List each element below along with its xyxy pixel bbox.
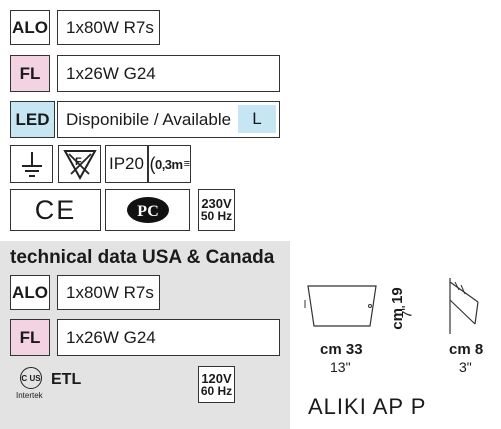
width-cm-label: cm 33 [320, 341, 363, 358]
lamp-spec-led: Disponibile / Available L [57, 101, 280, 138]
usa-lamp-type-fl-label: FL [19, 327, 41, 347]
lamp-spec-fl-value: 1x26W G24 [66, 63, 156, 83]
etl-label: ETL [51, 371, 82, 388]
frequency-usa: 60 Hz [200, 383, 233, 398]
lamp-type-alo-label: ALO [12, 17, 48, 37]
product-name: ALIKI AP P [308, 394, 427, 419]
svg-text:РС: РС [137, 203, 159, 220]
flammable-surface-box: F [58, 145, 101, 183]
ce-mark-box: CE [10, 189, 101, 231]
intertek-label: Intertek [16, 391, 43, 400]
distance-lines-icon: ≡ [183, 158, 190, 170]
frequency-eu: 50 Hz [200, 209, 233, 223]
usa-lamp-type-fl: FL [10, 319, 50, 356]
voltage-usa-box: 120V 60 Hz [198, 366, 235, 403]
lamp-type-led-label: LED [15, 109, 50, 129]
usa-lamp-spec-fl-value: 1x26W G24 [66, 327, 156, 347]
voltage-usa: 120V [201, 370, 232, 386]
voltage-eu: 230V [201, 196, 232, 211]
width-in-label: 13" [330, 359, 351, 375]
lamp-spec-fl: 1x26W G24 [57, 55, 280, 92]
usa-lamp-spec-alo-value: 1x80W R7s [66, 282, 154, 302]
svg-text:F: F [75, 156, 82, 168]
depth-in-label: 3" [459, 359, 472, 375]
usa-canada-heading: technical data USA & Canada [10, 247, 275, 268]
usa-lamp-spec-alo: 1x80W R7s [57, 275, 160, 310]
ip-rating-text: IP20 [109, 154, 144, 173]
lamp-type-led: LED [10, 101, 55, 138]
etl-circle-icon: C US [20, 367, 42, 389]
min-distance-box: ( 0,3m ≡ [148, 145, 191, 183]
ground-symbol-box [10, 145, 53, 183]
pct-mark-box: РС [105, 189, 190, 231]
etl-mark: C US ETL Intertek [10, 367, 90, 407]
pct-icon: РС [126, 197, 169, 223]
lamp-spec-alo: 1x80W R7s [57, 10, 160, 45]
usa-lamp-type-alo: ALO [10, 275, 50, 310]
usa-lamp-spec-fl: 1x26W G24 [57, 319, 280, 356]
ip-rating-box: IP20 [105, 145, 148, 183]
ground-icon [21, 152, 42, 177]
min-distance-text: 0,3m [154, 156, 183, 172]
lamp-type-alo: ALO [10, 10, 50, 45]
ce-mark: CE [34, 194, 77, 225]
height-in-label: 7" [398, 305, 415, 319]
side-view-drawing [449, 278, 479, 334]
lamp-spec-alo-value: 1x80W R7s [66, 17, 154, 37]
lamp-spec-led-value: Disponibile / Available [66, 109, 232, 129]
front-view-drawing [304, 285, 377, 327]
led-badge-label: L [252, 109, 262, 128]
usa-canada-section: technical data USA & Canada ALO 1x80W R7… [0, 241, 290, 429]
lamp-type-fl-label: FL [19, 63, 41, 83]
no-flammable-surface-icon: F [62, 150, 97, 180]
usa-lamp-type-alo-label: ALO [12, 282, 48, 302]
lamp-type-fl: FL [10, 55, 50, 92]
depth-cm-label: cm 8 [449, 341, 484, 358]
voltage-eu-box: 230V 50 Hz [198, 189, 235, 231]
led-badge: L [238, 105, 276, 133]
height-label-group: cm 19 7" [384, 278, 415, 338]
